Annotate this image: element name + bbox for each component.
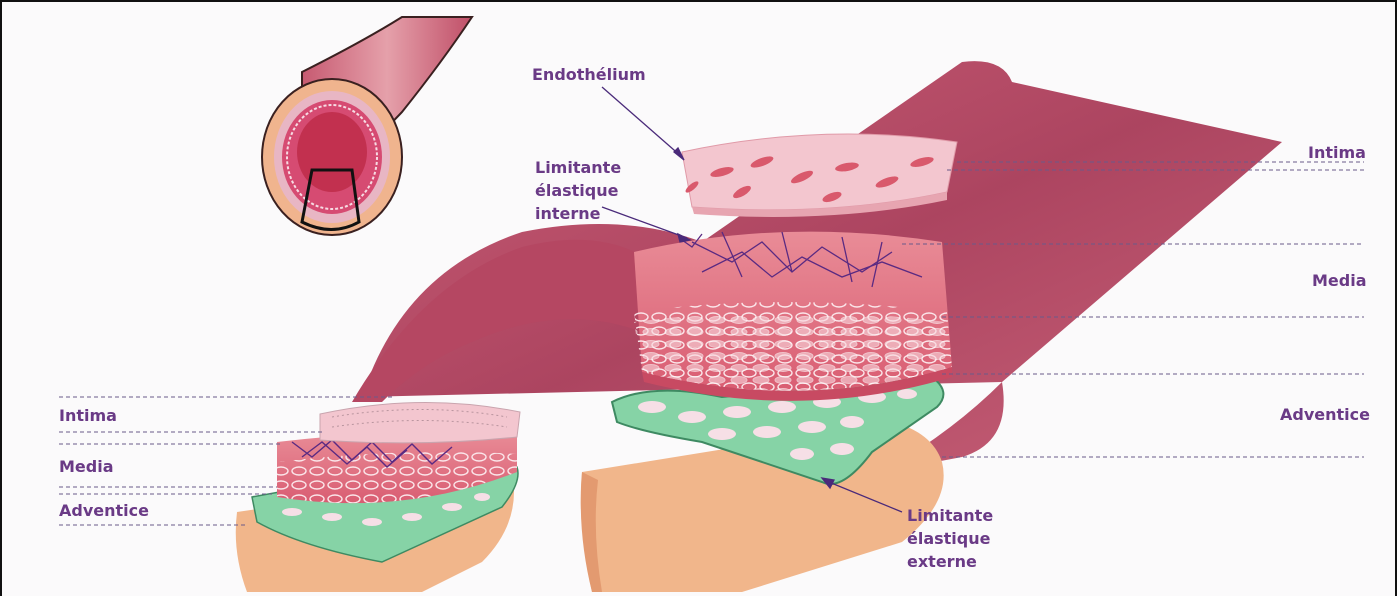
label-right-adventice: Adventice xyxy=(1280,404,1370,425)
label-left-adventice: Adventice xyxy=(59,500,149,521)
label-limitante-interne-line3: interne xyxy=(535,203,601,224)
label-limitante-externe-line3: externe xyxy=(907,551,977,572)
right-media-block xyxy=(634,232,952,401)
label-left-intima: Intima xyxy=(59,405,117,426)
label-left-media: Media xyxy=(59,456,114,477)
label-limitante-interne-line2: élastique xyxy=(535,180,618,201)
label-limitante-externe-line2: élastique xyxy=(907,528,990,549)
label-endothelium: Endothélium xyxy=(532,64,646,85)
label-limitante-externe-line1: Limitante xyxy=(907,505,993,526)
left-layer-stack xyxy=(236,402,520,592)
label-right-media: Media xyxy=(1312,270,1367,291)
label-right-intima: Intima xyxy=(1308,142,1366,163)
artery-tube-illustration xyxy=(262,17,472,235)
right-intima-block xyxy=(682,134,957,217)
label-limitante-interne-line1: Limitante xyxy=(535,157,621,178)
